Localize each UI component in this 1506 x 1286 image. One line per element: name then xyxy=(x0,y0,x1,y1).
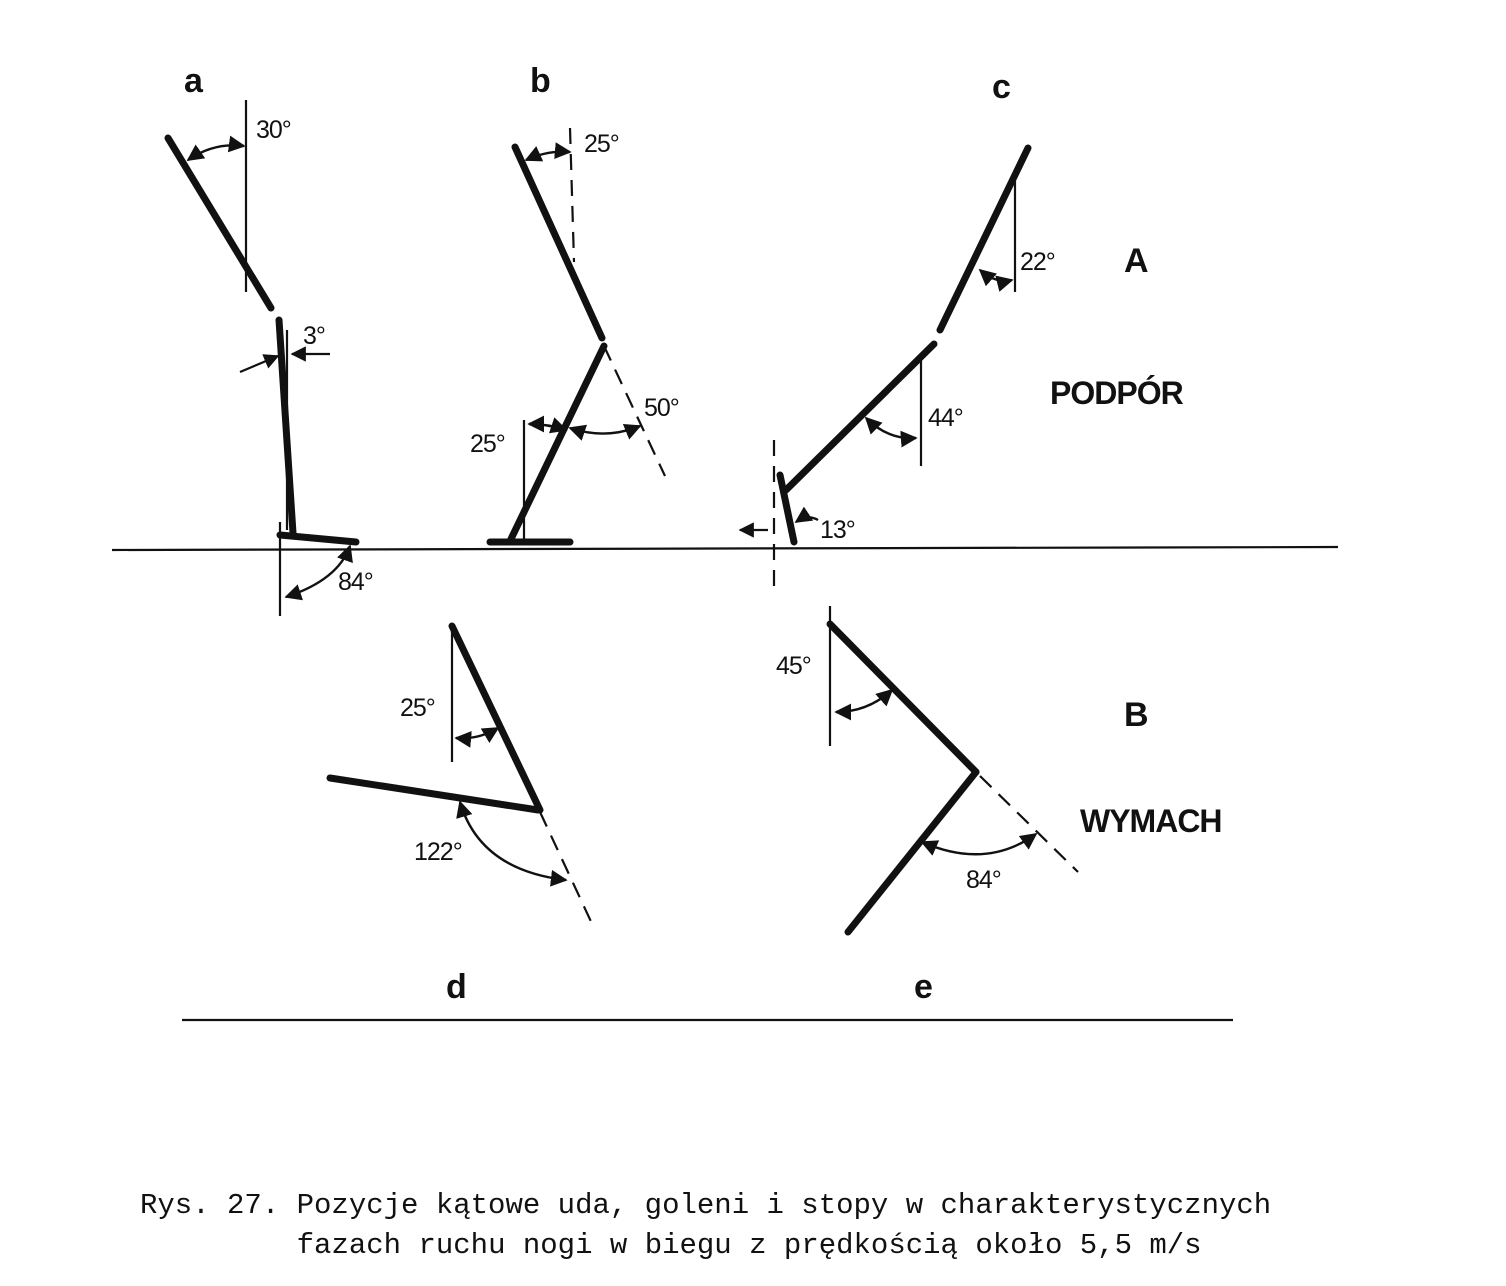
caption-line-1: Rys. 27. Pozycje kątowe uda, goleni i st… xyxy=(140,1189,1272,1222)
ground-line-support xyxy=(111,545,1339,552)
caption-line-2: fazach ruchu nogi w biegu z prędkością o… xyxy=(140,1226,1480,1266)
b-knee-angle: 50° xyxy=(644,394,679,422)
e-shank-segment xyxy=(844,768,980,936)
e-knee-arc xyxy=(920,833,1038,856)
b-thigh-vertical-dashed xyxy=(568,127,576,263)
panel-letter-d: d xyxy=(446,968,467,1006)
b-shank-arc xyxy=(527,415,568,434)
a-shank-arrow-left xyxy=(239,354,280,374)
c-shank-arc xyxy=(864,416,918,448)
b-knee-arc xyxy=(568,423,642,441)
phase-support-name: PODPÓR xyxy=(1050,375,1184,411)
b-thigh-arc xyxy=(524,142,572,162)
c-thigh-arc xyxy=(978,268,1014,292)
panel-b: b 25° 25° 50° xyxy=(470,62,680,546)
a-foot-arc xyxy=(284,544,353,601)
a-foot-segment xyxy=(276,531,360,546)
panel-e: e 45° 84° xyxy=(776,606,1079,1006)
c-shank-segment xyxy=(782,340,938,494)
panel-d: d 25° 122° xyxy=(326,622,595,1006)
figure-caption: Rys. 27. Pozycje kątowe uda, goleni i st… xyxy=(140,1186,1480,1266)
caption-line-2-text: fazach ruchu nogi w biegu z prędkością o… xyxy=(296,1229,1202,1262)
c-thigh-segment xyxy=(936,144,1032,334)
d-thigh-angle: 25° xyxy=(400,694,435,722)
d-knee-arc xyxy=(456,800,568,887)
a-thigh-segment xyxy=(164,134,275,312)
a-thigh-angle: 30° xyxy=(256,116,291,144)
a-shank-angle: 3° xyxy=(303,322,325,350)
panel-a: a 30° 3° 84° xyxy=(164,62,374,616)
panel-letter-e: e xyxy=(914,968,933,1006)
e-knee-angle: 84° xyxy=(966,866,1001,894)
c-thigh-angle: 22° xyxy=(1020,248,1055,276)
b-shank-segment xyxy=(507,342,608,543)
d-thigh-segment xyxy=(448,622,544,814)
phase-swing-name: WYMACH xyxy=(1080,803,1222,839)
e-thigh-extension-dashed xyxy=(979,775,1079,873)
c-shank-angle: 44° xyxy=(928,404,963,432)
c-foot-arc xyxy=(794,506,819,524)
b-thigh-angle: 25° xyxy=(584,130,619,158)
panel-letter-a: a xyxy=(184,62,204,100)
panel-letter-b: b xyxy=(530,62,551,100)
a-foot-angle: 84° xyxy=(338,568,373,596)
d-thigh-arc xyxy=(454,726,500,748)
e-thigh-angle: 45° xyxy=(776,652,811,680)
phase-support-letter: A xyxy=(1124,242,1149,280)
e-thigh-arc xyxy=(834,688,894,721)
c-foot-segment xyxy=(776,471,798,546)
b-thigh-segment xyxy=(511,143,606,342)
panel-c: c 22° 44° 13° xyxy=(738,68,1056,596)
d-knee-angle: 122° xyxy=(414,838,462,866)
d-shank-segment xyxy=(326,774,542,814)
d-thigh-extension-dashed xyxy=(539,811,595,929)
panel-letter-c: c xyxy=(992,68,1011,106)
c-foot-angle: 13° xyxy=(820,516,855,544)
a-thigh-arc xyxy=(186,135,246,161)
e-thigh-segment xyxy=(826,620,980,776)
phase-swing-letter: B xyxy=(1124,696,1149,734)
b-thigh-extension-dashed xyxy=(603,345,666,477)
b-shank-angle: 25° xyxy=(470,430,505,458)
